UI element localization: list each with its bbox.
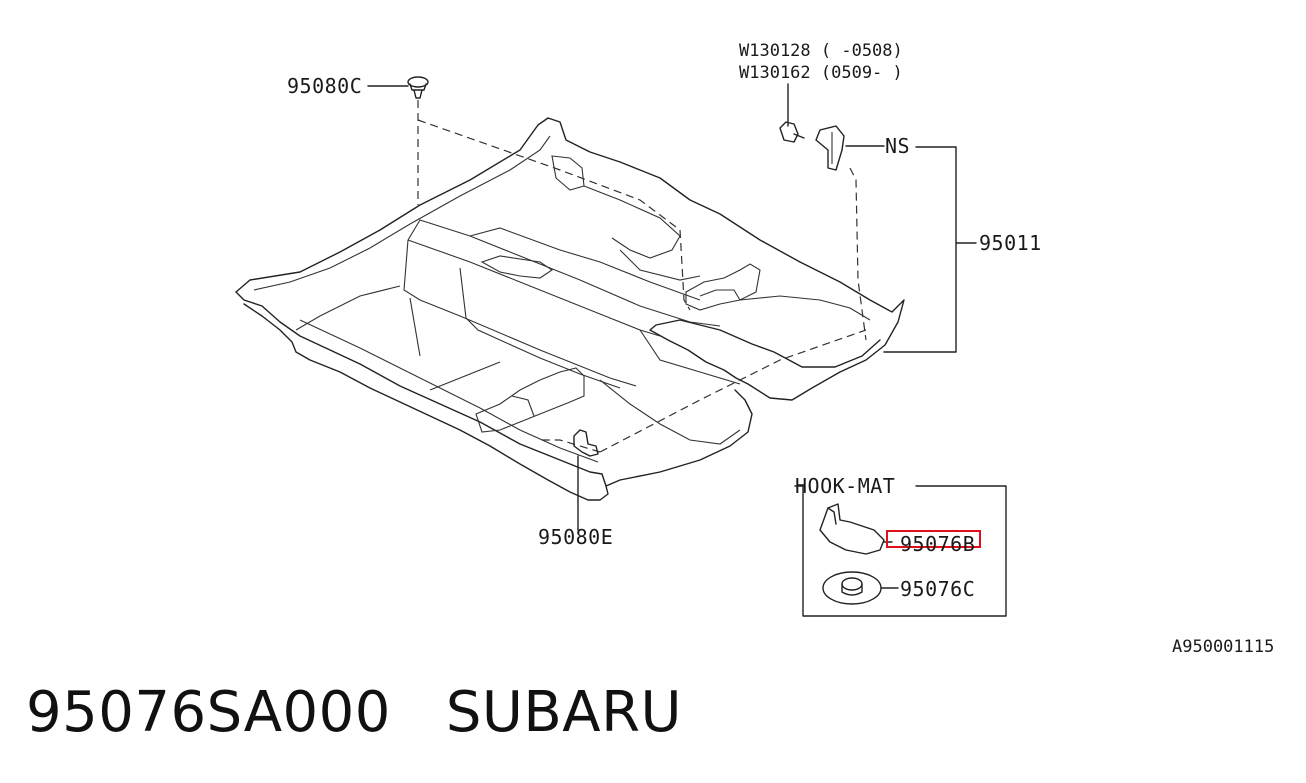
clip-95080c-icon [367,76,429,99]
bracket-95011-leader [883,146,977,353]
floor-mat-drawing [235,117,905,501]
assembly-dashed-lines [417,100,867,453]
bracket-ns-icon [815,125,885,171]
part-brand: SUBARU [445,680,683,745]
callout-95011: 95011 [979,231,1042,255]
callout-95076c: 95076C [900,577,975,601]
highlight-box [886,530,981,548]
callout-w130128: W130128 ( -0508) [739,41,903,61]
hook-mat-title: HOOK-MAT [795,474,895,498]
callout-95076b: 95076B [900,532,975,556]
callout-ns: NS [885,134,910,158]
hook-mat-box [794,485,1007,617]
part-number: 95076SA000 [26,680,391,745]
callout-w130162: W130162 (0509- ) [739,63,903,83]
clip-95080e-icon [573,429,599,531]
hook-95076c-icon [822,571,899,605]
part-title: 95076SA000 SUBARU [26,680,682,745]
diagram-code: A950001115 [1172,637,1274,657]
callout-95080e: 95080E [538,525,613,549]
hook-95076b-icon [819,503,893,555]
bolt-icon [779,83,805,143]
callout-95080c: 95080C [287,74,362,98]
